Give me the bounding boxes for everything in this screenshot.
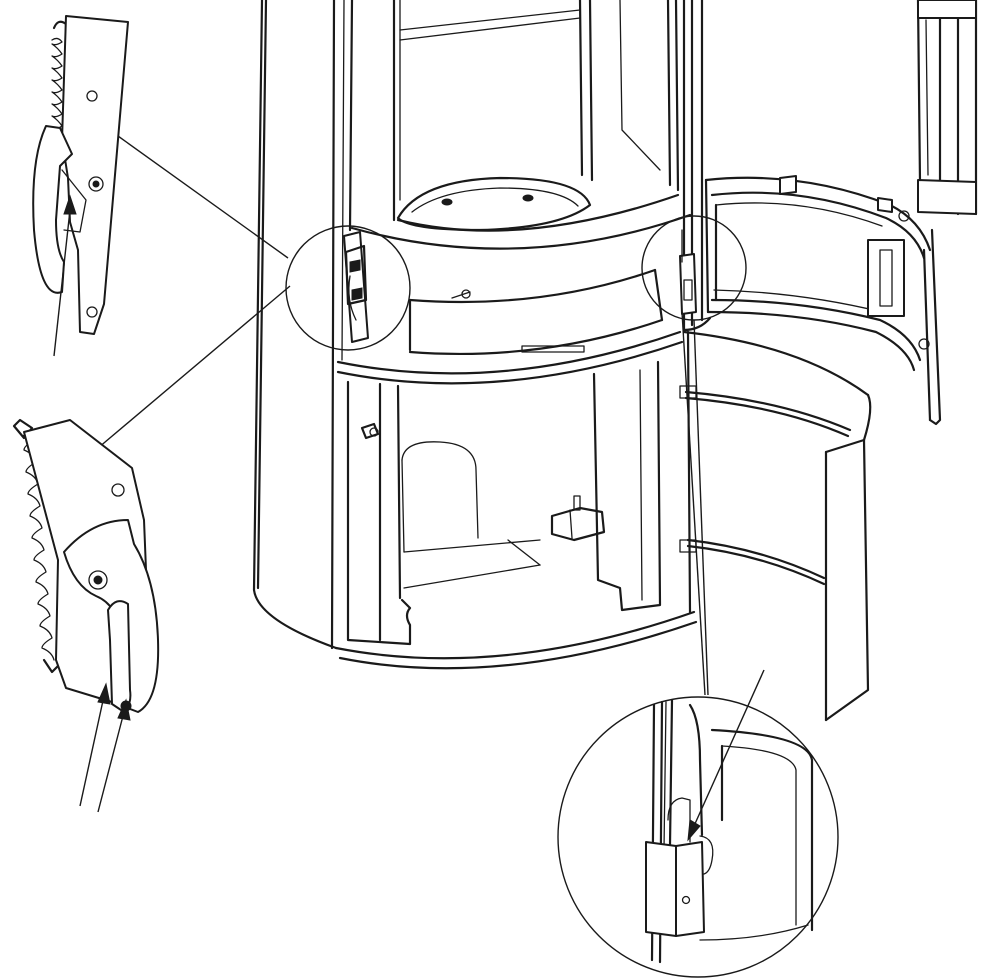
callout-left-latch-circle bbox=[285, 225, 411, 351]
stove-body bbox=[252, 0, 698, 670]
spring-latch-icon bbox=[32, 15, 129, 357]
callout-right-latch-circle bbox=[641, 215, 747, 321]
hook-latch-icon bbox=[12, 418, 160, 813]
side-panel bbox=[679, 330, 872, 722]
open-door bbox=[682, 0, 978, 426]
hinge-pin-icon bbox=[557, 669, 839, 978]
